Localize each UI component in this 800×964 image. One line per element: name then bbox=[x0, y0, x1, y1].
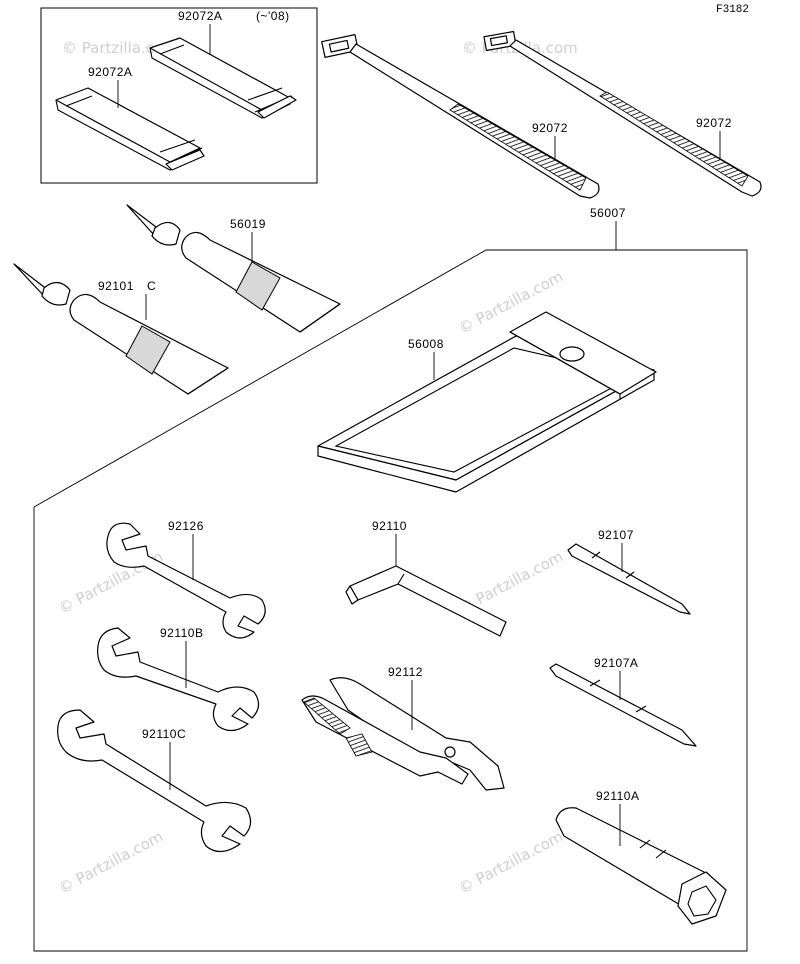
part-label-tube-lower: 92101 bbox=[98, 279, 134, 293]
watermark: © Partzilla.com bbox=[455, 827, 566, 897]
part-label-tool-bag: 56008 bbox=[408, 337, 444, 351]
watermark: © Partzilla.com bbox=[62, 39, 178, 57]
part-label-strap-lower: 92072A bbox=[88, 65, 132, 79]
part-label-tie-right: 92072 bbox=[696, 116, 732, 130]
part-label-pliers: 92112 bbox=[388, 665, 423, 679]
part-label-screwdriver-a: 92107 bbox=[598, 528, 634, 542]
tube-upper[interactable] bbox=[126, 204, 341, 333]
part-label-wrench-a: 92126 bbox=[168, 519, 204, 533]
part-label-box-wrench: 92110A bbox=[596, 789, 639, 803]
part-label-wrench-c: 92110C bbox=[142, 727, 186, 741]
tie-right[interactable] bbox=[483, 30, 762, 197]
part-label-hex-key: 92110 bbox=[372, 519, 407, 533]
wrench-c[interactable] bbox=[57, 709, 252, 853]
pliers[interactable] bbox=[301, 677, 505, 791]
tube-lower[interactable] bbox=[13, 263, 229, 395]
box-wrench[interactable] bbox=[555, 807, 727, 925]
part-label-tube-upper: 56019 bbox=[230, 217, 266, 231]
screwdriver-b[interactable] bbox=[549, 663, 697, 747]
strap-lower[interactable] bbox=[55, 87, 205, 171]
figure-code: F3182 bbox=[716, 4, 749, 16]
strap-upper[interactable] bbox=[149, 37, 297, 119]
inset-note: (~'08) bbox=[256, 9, 290, 23]
tool-kit-frame bbox=[33, 249, 748, 952]
inset-frame bbox=[40, 7, 318, 184]
part-label-tool-kit: 56007 bbox=[590, 206, 626, 220]
part-label-strap-upper: 92072A bbox=[178, 9, 222, 23]
part-label-wrench-b: 92110B bbox=[160, 626, 203, 640]
tool-bag[interactable] bbox=[317, 311, 657, 493]
tie-left[interactable] bbox=[321, 34, 600, 199]
part-label-tie-left: 92072 bbox=[532, 121, 568, 135]
watermark: © Partzilla.com bbox=[55, 827, 166, 897]
wrench-a[interactable] bbox=[106, 522, 266, 639]
screwdriver-a[interactable] bbox=[567, 543, 691, 615]
part-label-screwdriver-b: 92107A bbox=[594, 656, 638, 670]
wrench-b[interactable] bbox=[97, 627, 260, 732]
part-label-overlap: C bbox=[147, 279, 156, 293]
